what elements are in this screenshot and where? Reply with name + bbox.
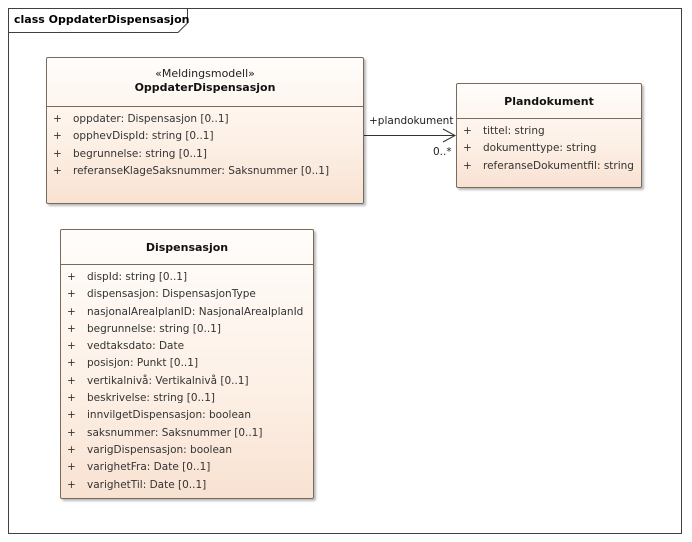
visibility-marker: + [53, 164, 62, 177]
visibility-marker: + [67, 409, 76, 422]
visibility-marker: + [463, 142, 472, 155]
attribute-text: oppdater: Dispensasjon [0..1] [73, 113, 229, 125]
class-stereotype: «Meldingsmodell» [155, 67, 255, 80]
attribute-text: nasjonalArealplanID: NasjonalArealplanId [87, 305, 304, 318]
visibility-marker: + [67, 478, 76, 491]
attribute-list: + tittel: string + dokumenttype: string + r… [457, 119, 641, 175]
attribute-text: innvilgetDispensasjon: boolean [87, 409, 251, 422]
class-dispensasjon[interactable]: Dispensasjon + dispId: string [0..1] + dis… [60, 229, 314, 499]
attribute-text: dispId: string [0..1] [87, 271, 188, 283]
attribute-text: varighetTil: Date [0..1] [87, 478, 207, 491]
attribute-text: varighetFra: Date [0..1] [87, 461, 211, 474]
attribute-text: tittel: string [483, 125, 545, 137]
attribute-text: vertikalnivå: Vertikalnivå [0..1] [87, 374, 249, 387]
visibility-marker: + [67, 461, 76, 474]
class-header: «Meldingsmodell» OppdaterDispensasjon [47, 58, 363, 107]
attribute-row: + oppdater: Dispensasjon [0..1] [47, 111, 363, 128]
class-header: Dispensasjon [61, 230, 313, 265]
attribute-row: + innvilgetDispensasjon: boolean [61, 407, 313, 424]
attribute-row: + tittel: string [457, 123, 641, 140]
attribute-row: + dispId: string [0..1] [61, 269, 313, 286]
attribute-row: + dispensasjon: DispensasjonType [61, 286, 313, 303]
visibility-marker: + [67, 357, 76, 370]
frame-tab [8, 8, 188, 33]
attribute-text: vedtaksdato: Date [87, 340, 185, 353]
class-name: Plandokument [504, 95, 594, 108]
attribute-row: + saksnummer: Saksnummer [0..1] [61, 425, 313, 442]
visibility-marker: + [67, 392, 76, 405]
visibility-marker: + [67, 340, 76, 353]
class-plandokument[interactable]: Plandokument + tittel: string + dokumentty… [456, 83, 642, 188]
attribute-row: + varigDispensasjon: boolean [61, 442, 313, 459]
attribute-row: + vedtaksdato: Date [61, 338, 313, 355]
visibility-marker: + [67, 288, 76, 301]
attribute-row: + varighetTil: Date [0..1] [61, 477, 313, 494]
attribute-row: + opphevDispId: string [0..1] [47, 128, 363, 145]
attribute-row: + dokumenttype: string [457, 140, 641, 157]
attribute-row: + vertikalnivå: Vertikalnivå [0..1] [61, 373, 313, 390]
attribute-text: varigDispensasjon: boolean [87, 443, 233, 456]
attribute-text: beskrivelse: string [0..1] [87, 392, 216, 405]
attribute-row: + begrunnelse: string [0..1] [61, 321, 313, 338]
attribute-text: dispensasjon: DispensasjonType [87, 288, 256, 301]
visibility-marker: + [53, 147, 62, 160]
association-role-label: +plandokument [369, 115, 454, 127]
visibility-marker: + [67, 305, 76, 318]
visibility-marker: + [67, 374, 76, 387]
attribute-text: opphevDispId: string [0..1] [73, 130, 214, 143]
class-header: Plandokument [457, 84, 641, 119]
attribute-text: dokumenttype: string [483, 142, 597, 155]
attribute-text: referanseDokumentfil: string [483, 159, 634, 172]
attribute-list: + dispId: string [0..1] + dispensasjon: Di… [61, 265, 313, 494]
visibility-marker: + [53, 113, 62, 125]
attribute-text: referanseKlageSaksnummer: Saksnummer [0.… [73, 164, 330, 177]
class-name: Dispensasjon [145, 241, 229, 254]
diagram-frame [8, 8, 682, 534]
class-oppdater-dispensasjon[interactable]: «Meldingsmodell» OppdaterDispensasjon + o… [46, 57, 364, 204]
attribute-row: + beskrivelse: string [0..1] [61, 390, 313, 407]
attribute-row: + referanseDokumentfil: string [457, 158, 641, 175]
attribute-text: begrunnelse: string [0..1] [73, 147, 207, 160]
class-name: OppdaterDispensasjon [134, 81, 276, 94]
attribute-row: + varighetFra: Date [0..1] [61, 459, 313, 476]
attribute-row: + referanseKlageSaksnummer: Saksnummer [0… [47, 163, 363, 180]
visibility-marker: + [53, 130, 62, 143]
attribute-text: saksnummer: Saksnummer [0..1] [87, 426, 263, 439]
attribute-text: begrunnelse: string [0..1] [87, 322, 221, 335]
visibility-marker: + [67, 443, 76, 456]
attribute-list: + oppdater: Dispensasjon [0..1] + opphevDi… [47, 107, 363, 180]
visibility-marker: + [67, 322, 76, 335]
attribute-text: posisjon: Punkt [0..1] [87, 357, 199, 370]
visibility-marker: + [463, 159, 472, 172]
visibility-marker: + [67, 426, 76, 439]
attribute-row: + begrunnelse: string [0..1] [47, 146, 363, 163]
visibility-marker: + [67, 271, 76, 283]
visibility-marker: + [463, 125, 472, 137]
diagram-title: class OppdaterDispensasjon [14, 13, 190, 26]
attribute-row: + posisjon: Punkt [0..1] [61, 355, 313, 372]
association-multiplicity: 0..* [433, 146, 452, 158]
attribute-row: + nasjonalArealplanID: NasjonalArealplanI… [61, 304, 313, 321]
